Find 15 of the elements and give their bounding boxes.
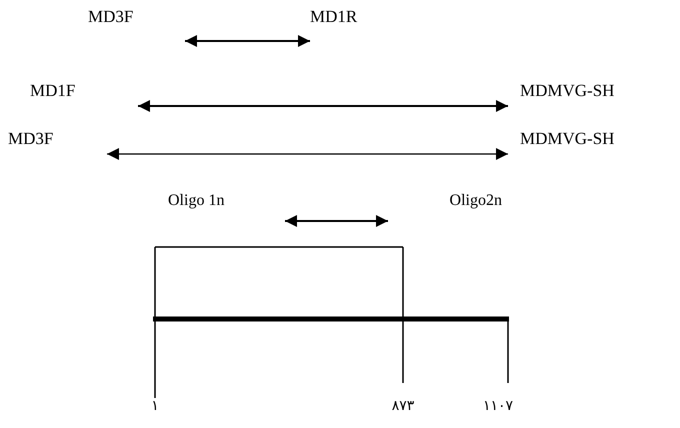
double-arrow: [185, 35, 310, 47]
primer-label: MD3F: [8, 130, 54, 149]
position-number: ١١٠٧: [482, 398, 514, 414]
primer-label: Oligo 1n: [168, 192, 224, 210]
primer-label: MD1F: [30, 82, 76, 101]
primer-label: MD3F: [88, 8, 134, 27]
double-arrow: [285, 215, 388, 227]
primer-label: Oligo2n: [450, 192, 502, 210]
position-number: ٨٧٣: [392, 398, 414, 414]
primer-label: MDMVG-SH: [520, 82, 614, 101]
primer-label: MDMVG-SH: [520, 130, 614, 149]
double-arrow: [107, 148, 508, 160]
position-number: ١: [151, 398, 159, 414]
primer-label: MD1R: [310, 8, 358, 27]
double-arrow: [138, 100, 508, 112]
